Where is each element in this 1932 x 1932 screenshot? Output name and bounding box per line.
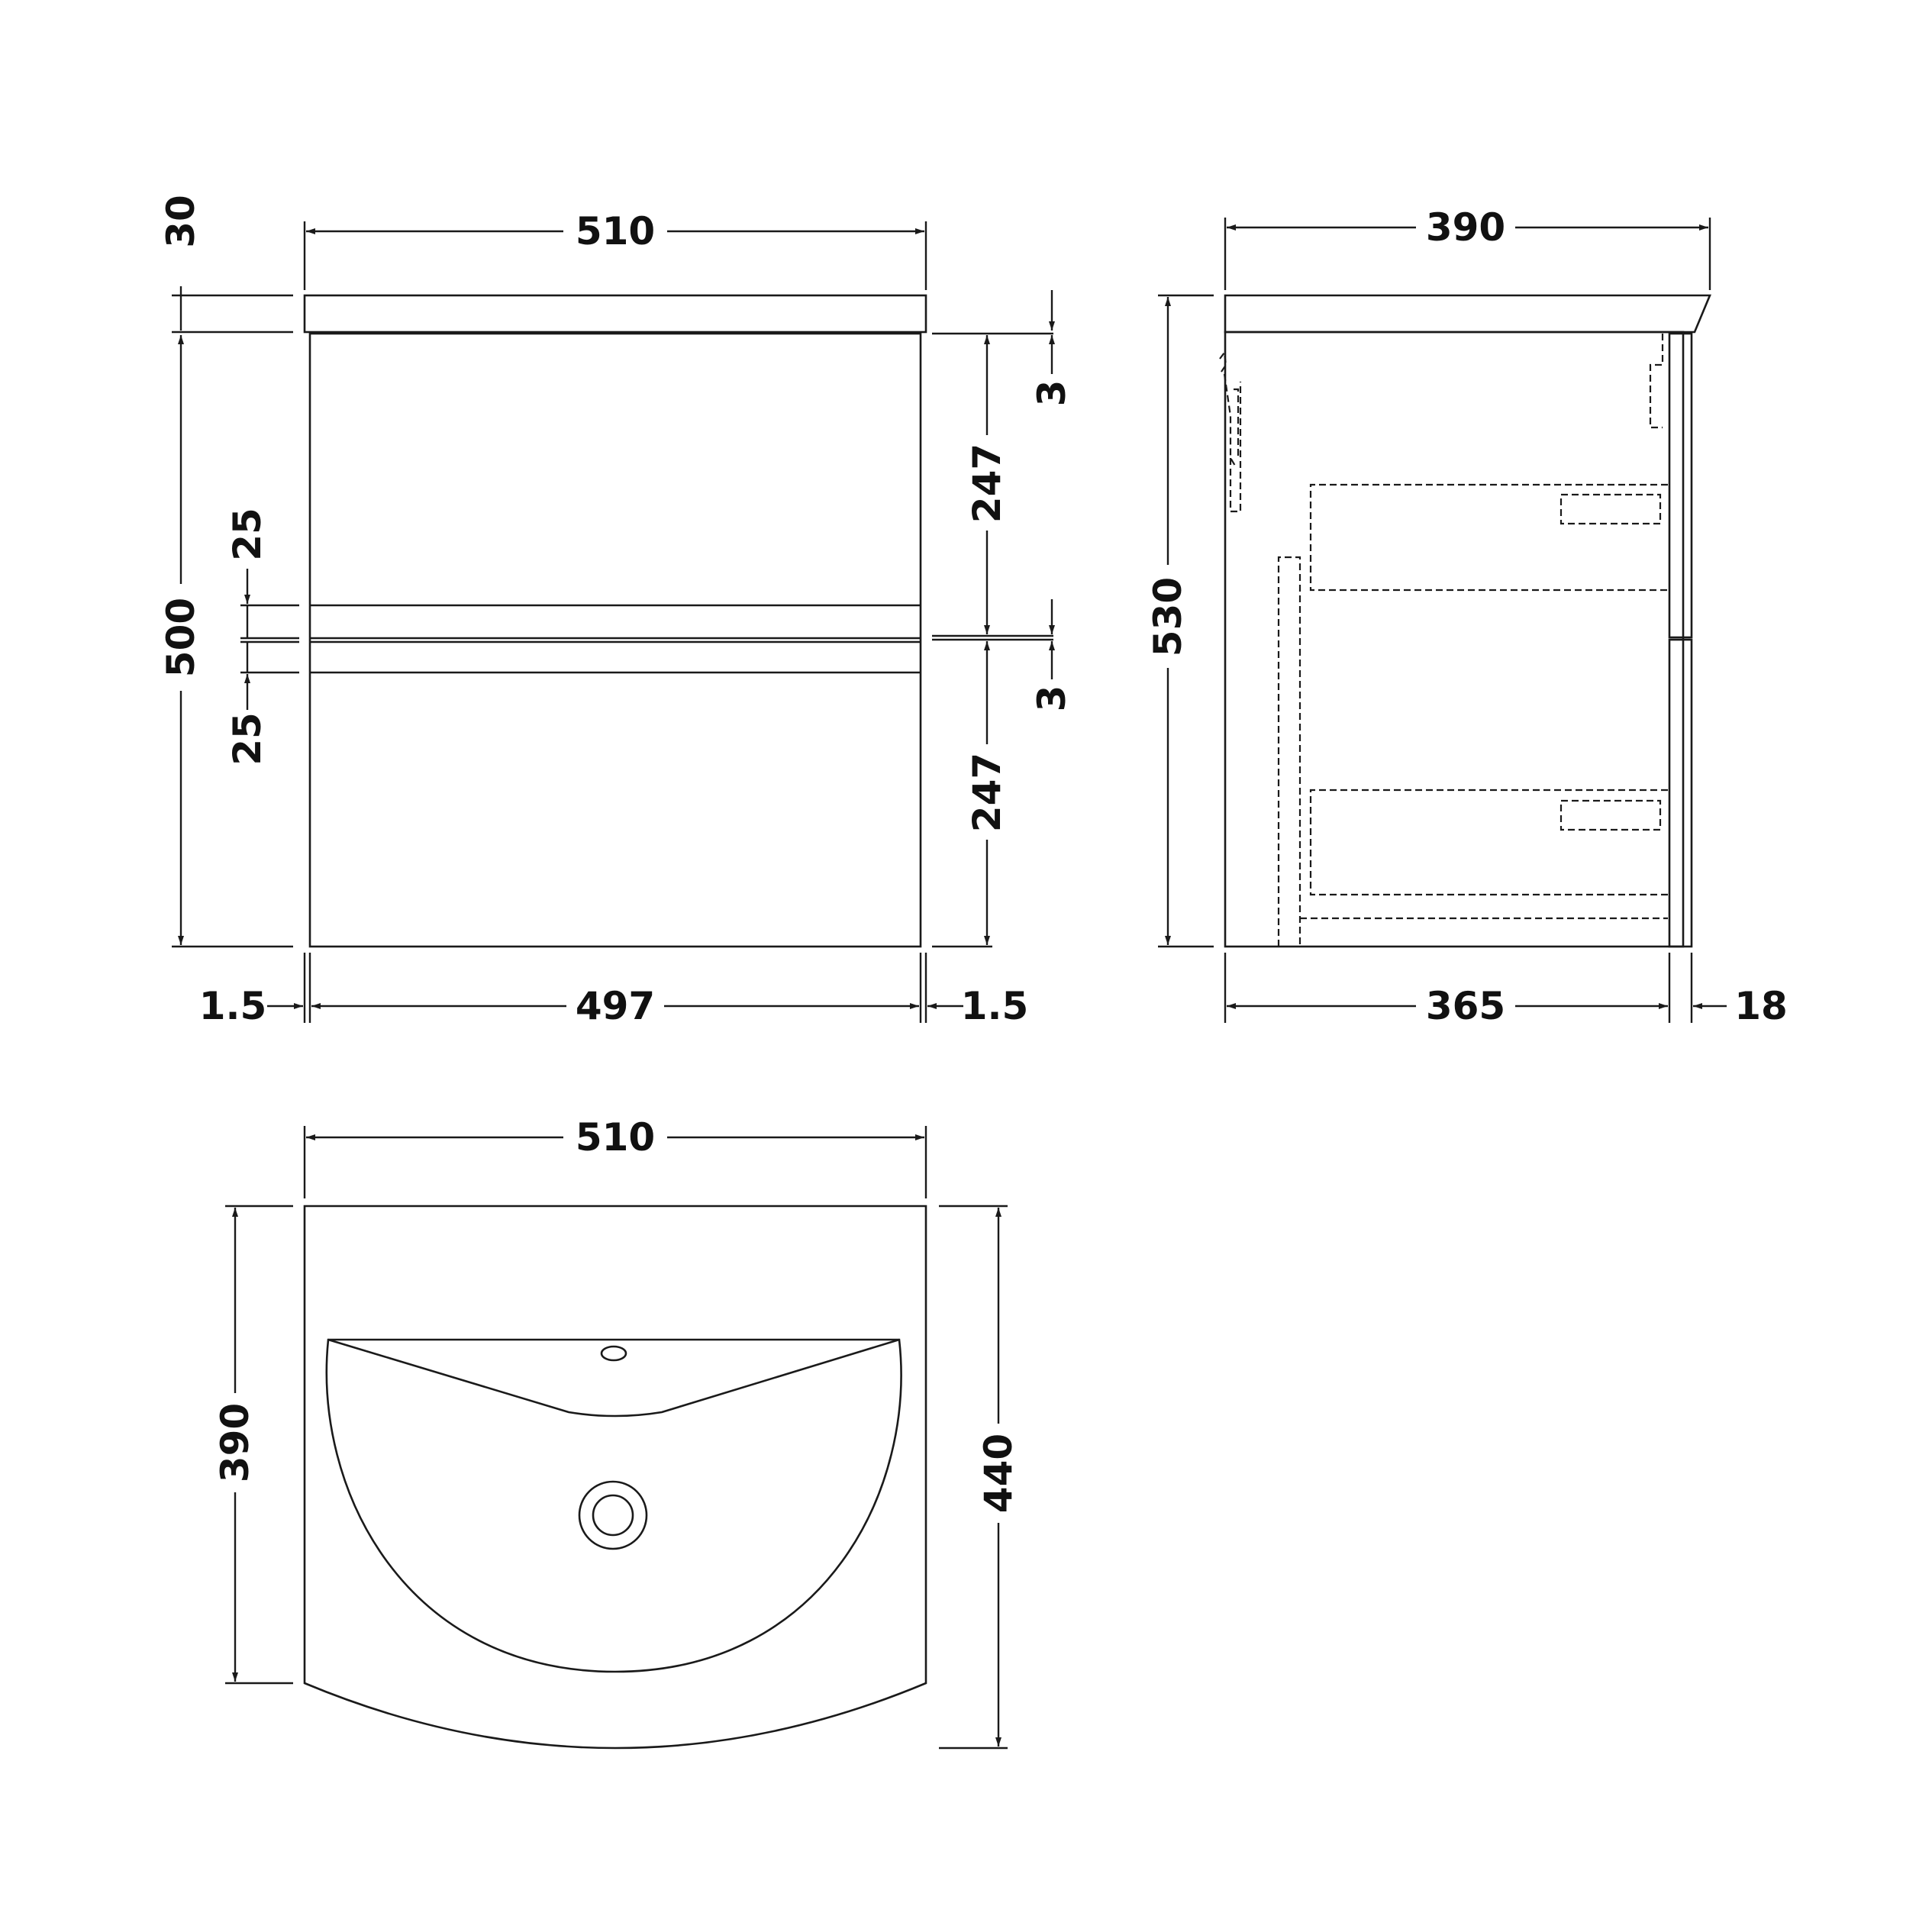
dimension-basin-center-depth: 440 (939, 1205, 1021, 1750)
top-thickness-label: 30 (159, 195, 203, 248)
basin-width-label: 510 (576, 1115, 655, 1160)
basin-outline (303, 1205, 927, 1750)
side-depth-label: 390 (1426, 205, 1505, 250)
lower-drawer-front-edge (1668, 638, 1693, 948)
upper-gap-label: 3 (1030, 380, 1074, 407)
upper-drawer-height-label: 247 (965, 443, 1009, 523)
side-view: 390 530 365 18 (1146, 205, 1788, 1028)
middle-gap-label: 3 (1030, 685, 1074, 712)
dimension-front-width: 510 (303, 209, 927, 290)
door-thickness-label: 18 (1734, 984, 1788, 1028)
front-worktop (303, 294, 927, 334)
dimension-top-thickness: 30 (159, 195, 293, 334)
left-side-label: 1.5 (199, 984, 267, 1028)
inner-width-label: 497 (576, 984, 655, 1028)
body-height-label: 500 (159, 598, 203, 677)
front-width-label: 510 (576, 209, 655, 253)
basin-bowl-rim (327, 1338, 900, 1418)
right-side-label: 1.5 (961, 984, 1029, 1028)
waste-outer-ring (578, 1480, 648, 1550)
dimension-basin-side-depth: 390 (213, 1205, 293, 1685)
rear-fixing-hidden (1649, 334, 1664, 429)
front-carcass (308, 332, 922, 948)
tap-hole (600, 1345, 627, 1362)
dimension-basin-width: 510 (303, 1115, 927, 1198)
lower-handle-recess-label: 25 (225, 712, 269, 766)
dimension-gaps: 3 3 (1030, 290, 1074, 711)
wall-bracket-hidden (1219, 350, 1242, 513)
carcass-depth-label: 365 (1426, 984, 1505, 1028)
basin-center-depth-label: 440 (976, 1434, 1021, 1513)
dimension-drawer-heights: 247 247 (932, 332, 1053, 948)
upper-drawer-box-hidden (1309, 483, 1668, 592)
lower-drawer-box-hidden (1309, 789, 1668, 896)
lower-drawer-height-label: 247 (965, 753, 1009, 832)
upper-drawer-front-edge (1668, 332, 1693, 639)
dimension-side-depth: 390 (1224, 205, 1711, 290)
dimension-side-bottom: 365 18 (1224, 953, 1788, 1028)
dimension-handle-recess: 25 25 (225, 508, 299, 766)
side-worktop (1224, 294, 1711, 334)
dimension-body-height: 500 (159, 335, 293, 948)
lower-drawer-handle-hidden (1559, 799, 1662, 831)
front-view: 510 30 500 25 25 (159, 195, 1074, 1028)
top-view: 510 390 440 (213, 1115, 1021, 1750)
dimension-side-height: 530 (1146, 294, 1214, 948)
basin-bowl (325, 1338, 902, 1673)
side-carcass (1224, 331, 1685, 948)
dimension-front-bottom: 1.5 497 1.5 (199, 953, 1029, 1028)
side-height-label: 530 (1146, 577, 1190, 656)
waste-inner-ring (592, 1494, 634, 1537)
back-panel-hidden (1277, 556, 1301, 947)
basin-side-depth-label: 390 (213, 1403, 257, 1482)
upper-drawer-handle-hidden (1559, 493, 1662, 525)
upper-handle-recess-label: 25 (225, 508, 269, 561)
